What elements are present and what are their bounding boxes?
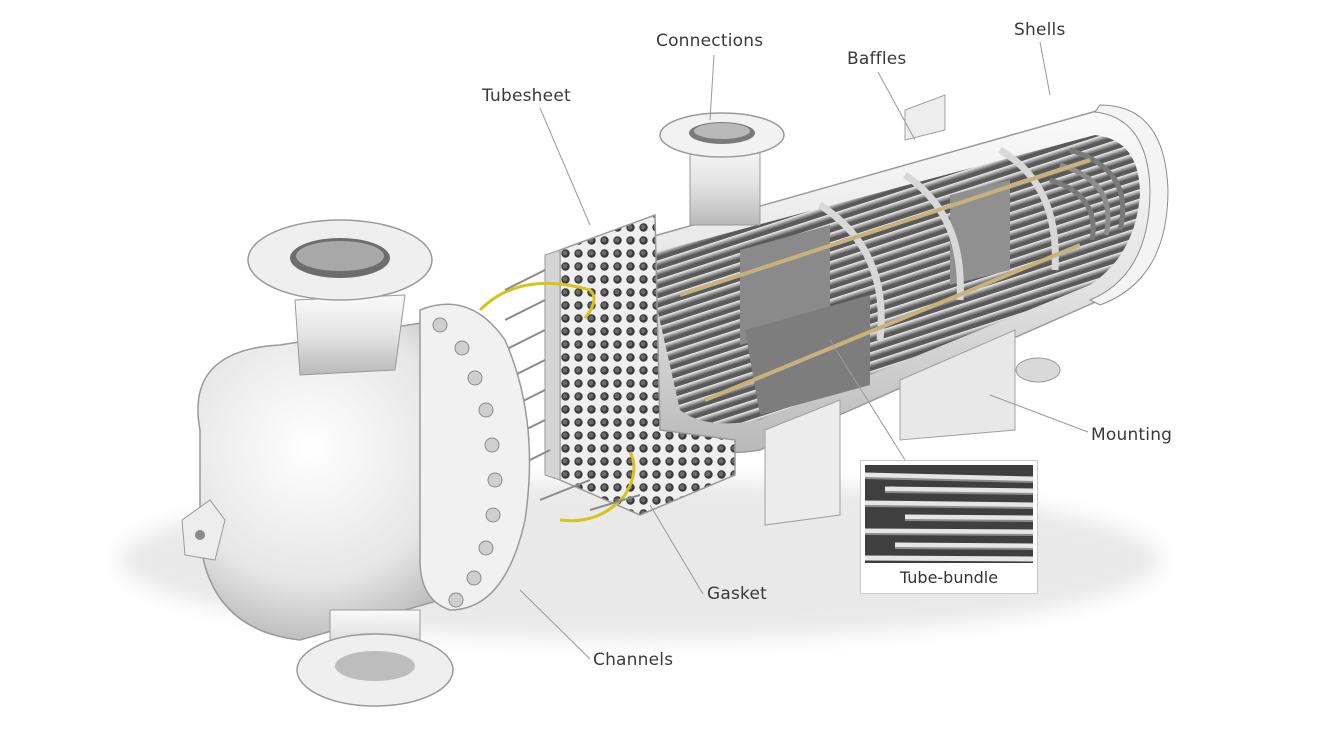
label-connections: Connections [656,31,764,51]
label-channels: Channels [593,650,674,670]
label-baffles: Baffles [847,49,907,69]
label-tubesheet: Tubesheet [482,86,571,106]
baffles [818,146,1059,341]
channel-inlet-nozzle [247,219,433,376]
mounting-saddles [764,94,1061,526]
channel-head [181,303,531,641]
channel-outlet-nozzle [296,609,454,707]
gasket-ring [478,281,636,523]
tube-bundle-inset: Tube-bundle [860,460,1038,594]
tube-bundle-closeup-image [865,465,1033,563]
tie-rods [679,158,1091,402]
flange-bolt-heads [432,317,503,608]
top-nozzle [659,112,785,226]
leader-lines [519,41,1089,660]
label-tube-bundle: Tube-bundle [899,568,999,587]
tubesheet [544,213,736,516]
label-gasket: Gasket [707,584,768,604]
label-shells: Shells [1014,20,1066,40]
label-mounting: Mounting [1091,425,1173,445]
